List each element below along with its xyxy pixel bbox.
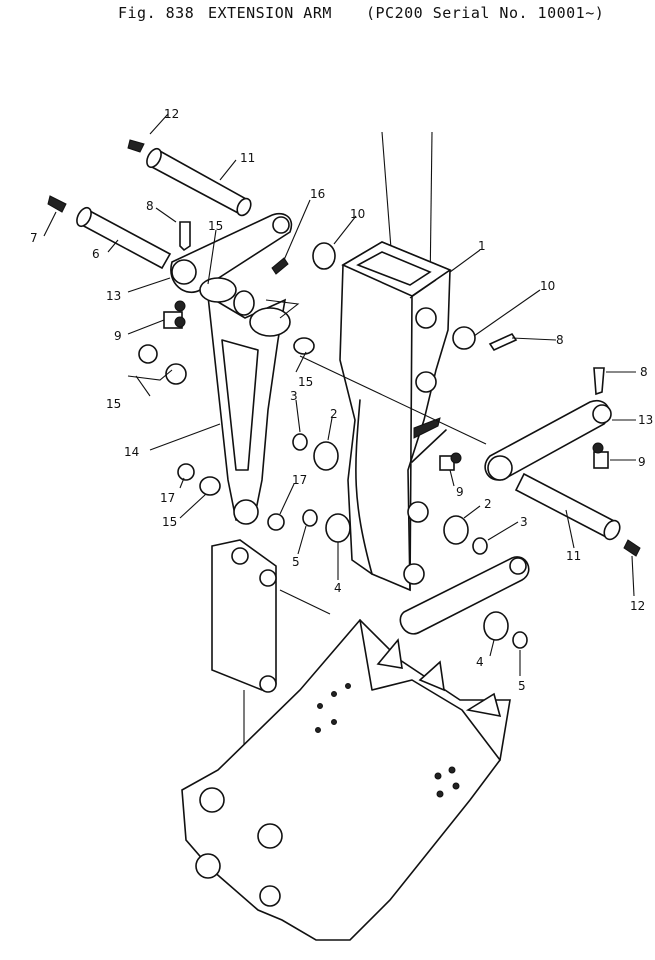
callout-2-left: 2 bbox=[330, 407, 338, 421]
callout-15-bottom: 15 bbox=[162, 515, 177, 529]
pin-11-right bbox=[514, 472, 641, 557]
grease-fitting-12-top bbox=[127, 139, 145, 153]
pin-11-top bbox=[146, 147, 252, 217]
bushings bbox=[138, 242, 509, 641]
callout-2-right: 2 bbox=[484, 497, 492, 511]
callout-13-right: 13 bbox=[638, 413, 653, 427]
lower-link-right bbox=[399, 556, 530, 635]
figure-name: EXTENSION ARM bbox=[208, 4, 332, 22]
leader-lines bbox=[43, 113, 636, 676]
bucket bbox=[181, 618, 511, 941]
nut-9-mid bbox=[439, 452, 462, 471]
callout-4-right: 4 bbox=[476, 655, 484, 669]
callout-15-top: 15 bbox=[208, 219, 223, 233]
figure-number: Fig. 838 bbox=[118, 4, 195, 22]
link-13-right bbox=[484, 399, 612, 481]
callout-9-right: 9 bbox=[638, 455, 646, 469]
callout-1: 1 bbox=[478, 239, 486, 253]
callout-7: 7 bbox=[30, 231, 38, 245]
bolt-8-mid bbox=[488, 332, 518, 352]
callout-15-mid: 15 bbox=[298, 375, 313, 389]
callout-17-left: 17 bbox=[160, 491, 175, 505]
callout-8-left: 8 bbox=[146, 199, 154, 213]
callout-6: 6 bbox=[92, 247, 100, 261]
serial-note: (PC200 Serial No. 10001~) bbox=[366, 4, 605, 22]
pin-6 bbox=[76, 206, 172, 270]
callout-15-left: 15 bbox=[106, 397, 121, 411]
callout-16: 16 bbox=[310, 187, 325, 201]
callout-labels: 12 11 8 7 6 15 16 13 10 1 9 10 8 8 15 15… bbox=[30, 107, 653, 693]
callout-5-right: 5 bbox=[518, 679, 526, 693]
callout-12-top: 12 bbox=[164, 107, 179, 121]
callout-10-top: 10 bbox=[350, 207, 365, 221]
washers bbox=[177, 433, 528, 649]
callout-14: 14 bbox=[124, 445, 139, 459]
bolt-8-right bbox=[593, 367, 605, 396]
callout-8-right: 8 bbox=[640, 365, 648, 379]
callout-4-left: 4 bbox=[334, 581, 342, 595]
callout-10-right: 10 bbox=[540, 279, 555, 293]
callout-11-right: 11 bbox=[566, 549, 581, 563]
nut-9-left bbox=[163, 300, 186, 329]
callout-3-right: 3 bbox=[520, 515, 528, 529]
grease-fitting-7 bbox=[47, 195, 67, 213]
callout-3-left: 3 bbox=[290, 389, 298, 403]
figure-title: Fig. 838 EXTENSION ARM (PC200 Serial No.… bbox=[0, 2, 655, 28]
grease-fitting-16 bbox=[271, 257, 289, 275]
callout-9-left: 9 bbox=[114, 329, 122, 343]
callout-8-mid: 8 bbox=[556, 333, 564, 347]
callout-17-right: 17 bbox=[292, 473, 307, 487]
callout-12-right: 12 bbox=[630, 599, 645, 613]
callout-11-top: 11 bbox=[240, 151, 255, 165]
nut-9-right bbox=[592, 442, 609, 469]
callout-9-mid: 9 bbox=[456, 485, 464, 499]
extension-arm-body bbox=[339, 131, 452, 592]
bolt-8-left bbox=[179, 221, 191, 252]
callout-13-left: 13 bbox=[106, 289, 121, 303]
callout-5-left: 5 bbox=[292, 555, 300, 569]
link-13-left bbox=[170, 212, 293, 293]
